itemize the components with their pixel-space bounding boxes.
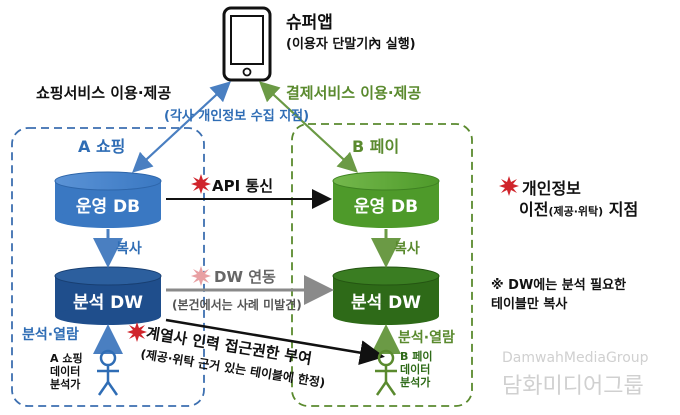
a-ops-db-label: 운영 DB xyxy=(75,197,141,217)
group-b-label: B 페이 xyxy=(352,137,400,156)
a-analyst-figure xyxy=(97,349,119,396)
phone-title: 슈퍼앱 xyxy=(286,13,333,33)
legend-transfer-line2: 이전(제공·위탁) 지점 xyxy=(519,196,638,220)
a-copy-label: 복사 xyxy=(116,241,142,257)
watermark-korean: 담화미디어그룹 xyxy=(502,374,644,399)
b-copy-label: 복사 xyxy=(394,241,420,257)
affiliate-access-arrow xyxy=(165,318,385,366)
a-analysis-label: 분석·열람 xyxy=(22,327,79,343)
b-dw-cylinder xyxy=(332,266,440,325)
legend-dw-note: ※ DW에는 분석 필요한 테이블만 복사 xyxy=(491,278,627,312)
group-b-boundary xyxy=(291,123,473,407)
transfer-burst-icon xyxy=(191,174,211,194)
dw-link-note: (본건에서는 사례 미발견) xyxy=(172,298,302,312)
phone-subtitle: (이용자 단말기內 실행) xyxy=(286,37,416,52)
legend-transfer-small: (제공·위탁) xyxy=(548,205,604,218)
b-ops-db-label: 운영 DB xyxy=(353,197,419,217)
shopping-service-label: 쇼핑서비스 이용·제공 xyxy=(36,84,172,102)
payment-service-label: 결제서비스 이용·제공 xyxy=(286,84,422,102)
b-ops-db-cylinder xyxy=(332,171,440,228)
api-label: API 통신 xyxy=(212,177,274,195)
affiliate-burst-icon xyxy=(127,322,147,342)
a-dw-cylinder xyxy=(54,266,162,325)
a-dw-label: 분석 DW xyxy=(72,293,144,313)
b-analyst-figure xyxy=(375,349,397,396)
a-ops-db-cylinder xyxy=(54,171,162,228)
legend-transfer-end: 지점 xyxy=(608,200,639,219)
legend-transfer-line1: 개인정보 xyxy=(522,179,581,198)
legend-transfer-main: 이전 xyxy=(519,200,549,219)
group-a-label: A 쇼핑 xyxy=(78,137,126,156)
b-analysis-label: 분석·열람 xyxy=(398,330,455,346)
b-dw-label: 분석 DW xyxy=(350,293,422,313)
watermark-latin: DamwahMediaGroup xyxy=(502,350,649,366)
b-analyst-label: B 페이 데이터 분석가 xyxy=(400,350,433,389)
collection-note: (각사 개인정보 수집 지점) xyxy=(164,109,310,124)
group-a-boundary xyxy=(11,127,205,407)
phone-icon xyxy=(222,6,272,82)
a-analyst-label: A 쇼핑 데이터 분석가 xyxy=(50,352,83,391)
dw-link-label: DW 연동 xyxy=(214,268,276,286)
legend-burst-icon xyxy=(499,176,519,196)
dw-burst-icon xyxy=(191,266,211,286)
